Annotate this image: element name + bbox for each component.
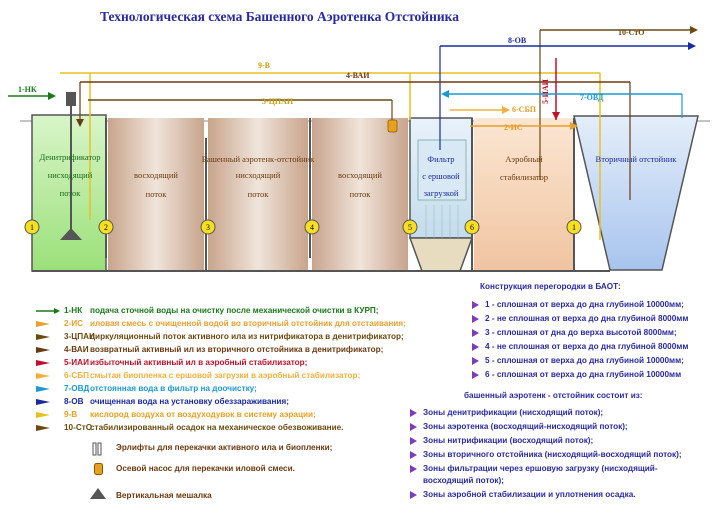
flow-1-nk: 1-НК — [8, 85, 56, 100]
label-down2-1: нисходящий — [236, 170, 281, 180]
svg-text:2: 2 — [104, 223, 108, 232]
airlift-legend — [92, 442, 102, 461]
svg-text:4-ВАИ: 4-ВАИ — [346, 71, 370, 80]
filter-cone — [408, 237, 474, 272]
airlift-caption: Эрлифты для перекачки активного ила и би… — [116, 443, 333, 452]
downflow-zone — [208, 118, 308, 271]
svg-text:7-ОВД: 7-ОВД — [580, 93, 604, 102]
svg-text:2-ИС: 2-ИС — [504, 123, 523, 132]
flow-3-cpai: 3-ЦПАИ — [88, 97, 393, 120]
svg-text:6-СБП: 6-СБП — [512, 105, 537, 114]
label-denit-2: нисходящий — [48, 170, 93, 180]
mixer-icon — [90, 488, 106, 499]
brush-load — [417, 139, 467, 201]
zones-title: башенный аэротенк - отстойник состоит из… — [464, 391, 643, 400]
label-down2-2: поток — [248, 189, 270, 199]
label-filter-1: Фильтр — [427, 154, 454, 164]
label-filter-3: загрузкой — [424, 188, 459, 198]
flow-6-sbp: 6-СБП — [450, 105, 537, 114]
flow-9-v: 9-В — [60, 61, 601, 240]
svg-text:6: 6 — [470, 223, 474, 232]
pump-icon — [94, 463, 103, 475]
axial-pump — [387, 119, 398, 133]
flow-10-sto: 10-СтО — [539, 26, 698, 180]
pump-caption: Осевой насос для перекачки иловой смеси. — [116, 464, 295, 473]
partition-item: 1 - сплошная от верха до дна глубиной 10… — [472, 300, 684, 309]
partitions-title: Конструкция перегородки в БАОТ: — [480, 282, 621, 291]
process-diagram: Технологическая схема Башенного Аэротенк… — [8, 9, 710, 272]
partition-item: 2 - не сплошная от верха до дна глубиной… — [472, 314, 688, 323]
partition-item: 5 - сплошная от верха до дна глубиной 10… — [472, 356, 684, 365]
label-up1-2: поток — [146, 189, 168, 199]
flow-8-ov: 8-ОВ — [439, 36, 696, 150]
partition-item: 6 - сплошная от верха до дна глубиной 10… — [472, 370, 681, 379]
mixer-legend — [90, 486, 106, 505]
stabilizer-tank — [474, 118, 574, 271]
label-denit-3: поток — [60, 188, 82, 198]
label-up2-2: поток — [350, 189, 372, 199]
zone-item: Зоны фильтрации через ершовую загрузку (… — [410, 462, 658, 475]
partition-item: 3 - сплошная от дна до верха высотой 800… — [472, 328, 677, 337]
svg-text:9-В: 9-В — [258, 61, 271, 70]
label-stab-1: Аэробный — [505, 154, 543, 164]
label-stab-2: стабилизатор — [500, 172, 548, 182]
flow-4-vai: 4-ВАИ — [76, 71, 631, 200]
svg-text:4: 4 — [310, 223, 314, 232]
flow-2-is: 2-ИС — [470, 122, 578, 132]
zone-item: Зоны денитрификации (нисходящий поток); — [410, 406, 603, 419]
diagram-title: Технологическая схема Башенного Аэротенк… — [100, 9, 459, 24]
flow-5-iai: 5-ИАИ — [541, 58, 560, 120]
label-up2-1: восходящий — [338, 170, 382, 180]
label-denit-1: Денитрификатор — [39, 152, 100, 162]
zone-item: Зоны аэробной стабилизации и уплотнения … — [410, 488, 636, 501]
partition-markers: 1 2 3 4 5 6 1 — [24, 219, 582, 235]
svg-text:5-ИАИ: 5-ИАИ — [541, 78, 550, 104]
clarifier-tank — [573, 115, 699, 271]
upflow-zone-1 — [108, 118, 204, 271]
svg-text:1-НК: 1-НК — [18, 85, 37, 94]
zone-item: Зоны нитрификации (восходящий поток); — [410, 434, 593, 447]
svg-text:3-ЦПАИ: 3-ЦПАИ — [262, 97, 294, 106]
airlift-icon — [92, 442, 102, 456]
label-clarifier: Вторичный отстойник — [596, 154, 678, 164]
vertical-mixer — [60, 92, 82, 240]
flow-7-ovd: 7-ОВД — [441, 90, 683, 118]
mixer-caption: Вертикальная мешалка — [116, 491, 212, 500]
label-tower: Башенный аэротенк-отстойник — [202, 154, 315, 164]
zone-item-cont: восходящий поток); — [423, 476, 504, 485]
upflow-zone-2 — [312, 118, 408, 271]
partition-item: 4 - не сплошная от верха до дна глубиной… — [472, 342, 688, 351]
svg-text:5: 5 — [408, 223, 412, 232]
pump-legend — [94, 462, 103, 480]
svg-text:8-ОВ: 8-ОВ — [508, 36, 527, 45]
label-up1-1: восходящий — [134, 170, 178, 180]
label-filter-2: с ершовой — [422, 171, 460, 181]
svg-text:1: 1 — [572, 223, 576, 232]
svg-text:1: 1 — [30, 223, 34, 232]
svg-text:10-СтО: 10-СтО — [618, 28, 645, 37]
zone-item: Зоны вторичного отстойника (нисходящий-в… — [410, 448, 682, 461]
zone-item: Зоны аэротенка (восходящий-нисходящий по… — [410, 420, 628, 433]
svg-text:3: 3 — [206, 223, 210, 232]
